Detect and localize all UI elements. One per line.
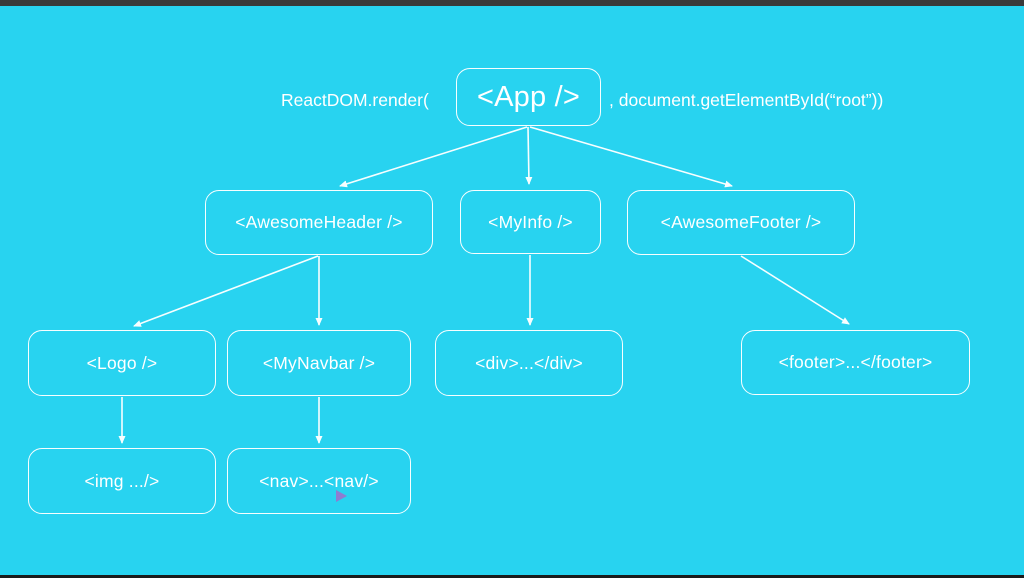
node-footer-element-label: <footer>...</footer> (778, 352, 933, 372)
reactdom-render-prefix: ReactDOM.render( (281, 90, 429, 110)
node-my-navbar: <MyNavbar /> (227, 330, 411, 396)
node-my-info: <MyInfo /> (460, 190, 601, 254)
node-logo: <Logo /> (28, 330, 216, 396)
mouse-cursor-icon (336, 490, 347, 502)
letterbox-bottom-bar (0, 575, 1024, 578)
node-nav-element-label: <nav>...<nav/> (259, 470, 379, 491)
edge-app-myinfo (525, 126, 533, 185)
node-awesome-header-label: <AwesomeHeader /> (235, 212, 403, 232)
edge-awesomeheader-logo (133, 255, 319, 327)
node-nav-element: <nav>...<nav/> (227, 448, 411, 514)
edge-awesomefooter-footer (740, 255, 850, 325)
node-my-navbar-label: <MyNavbar /> (262, 352, 376, 373)
node-awesome-header: <AwesomeHeader /> (205, 190, 433, 255)
node-my-info-label: <MyInfo /> (488, 211, 573, 232)
node-awesome-footer: <AwesomeFooter /> (627, 190, 855, 255)
node-app: <App /> (456, 68, 601, 126)
node-awesome-footer-label: <AwesomeFooter /> (660, 212, 822, 232)
node-logo-label: <Logo /> (86, 352, 158, 373)
node-img-element: <img .../> (28, 448, 216, 514)
edge-app-awesomeheader (339, 126, 528, 188)
node-div-element: <div>...</div> (435, 330, 623, 396)
node-app-label: <App /> (477, 80, 580, 113)
reactdom-render-suffix: , document.getElementById(“root”)) (609, 90, 884, 110)
edge-app-awesomefooter (529, 126, 733, 188)
node-img-element-label: <img .../> (84, 470, 160, 491)
letterbox-top-bar (0, 0, 1024, 6)
node-div-element-label: <div>...</div> (475, 352, 583, 373)
node-footer-element: <footer>...</footer> (741, 330, 970, 395)
